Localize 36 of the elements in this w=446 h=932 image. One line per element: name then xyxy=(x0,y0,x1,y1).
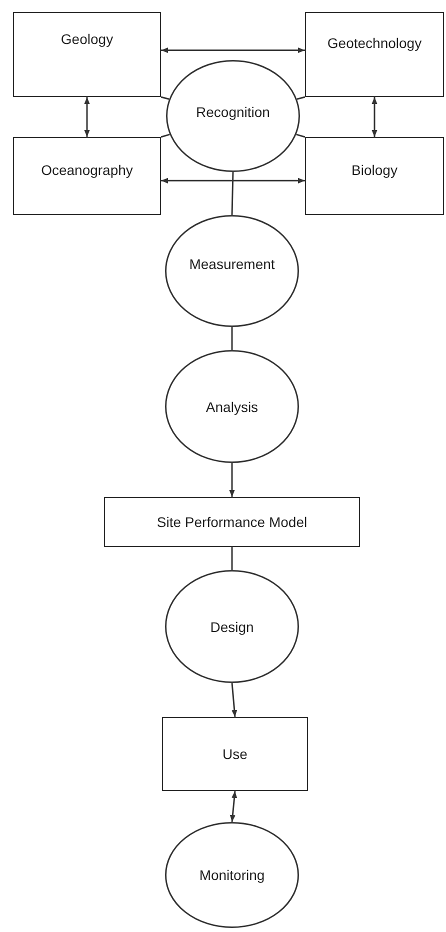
node-label: Design xyxy=(210,618,254,634)
arrow xyxy=(372,97,378,137)
connector-line xyxy=(296,96,306,100)
process-box xyxy=(162,717,308,791)
process-ellipse xyxy=(165,215,299,327)
connector-line xyxy=(160,134,170,138)
arrow xyxy=(230,790,238,822)
process-box xyxy=(305,137,444,215)
node-label: Biology xyxy=(352,162,398,178)
connector-line xyxy=(231,547,233,570)
node-label: Recognition xyxy=(196,104,270,120)
connector-line xyxy=(160,96,170,100)
node-label: Measurement xyxy=(189,256,275,272)
process-ellipse xyxy=(166,60,300,172)
arrow xyxy=(161,47,305,54)
process-box xyxy=(13,137,161,215)
connector-line xyxy=(231,327,233,350)
node-label: Monitoring xyxy=(199,867,265,883)
arrow xyxy=(161,178,305,184)
connector-line xyxy=(296,134,306,138)
process-ellipse xyxy=(165,822,299,928)
node-label: Oceanography xyxy=(41,162,133,178)
process-ellipse xyxy=(165,350,299,463)
connector-line xyxy=(231,172,234,216)
process-box xyxy=(104,497,360,547)
process-ellipse xyxy=(165,570,299,683)
process-box xyxy=(305,12,444,97)
node-label: Geotechnology xyxy=(327,35,422,51)
node-label: Analysis xyxy=(206,398,258,414)
arrow xyxy=(229,463,235,497)
node-label: Use xyxy=(222,746,248,762)
arrow xyxy=(84,97,90,137)
process-box xyxy=(13,12,161,97)
node-label: Geology xyxy=(60,31,114,47)
node-label: Site Performance Model xyxy=(156,514,308,530)
arrow xyxy=(231,682,238,718)
